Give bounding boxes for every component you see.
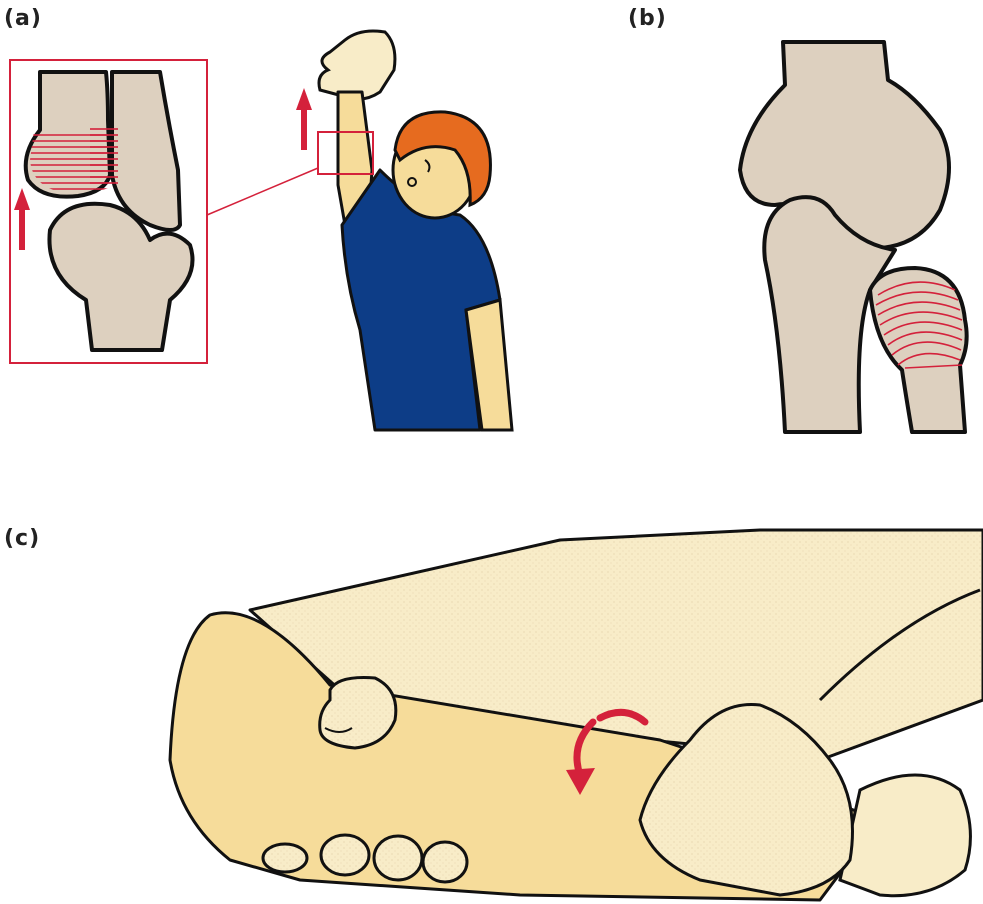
adult-thumb (320, 678, 396, 749)
panel-c-illustration (170, 530, 983, 900)
child-hand (840, 775, 970, 896)
panel-a-illustration (10, 31, 512, 430)
panel-b-illustration (740, 42, 967, 432)
child-figure (296, 31, 512, 430)
